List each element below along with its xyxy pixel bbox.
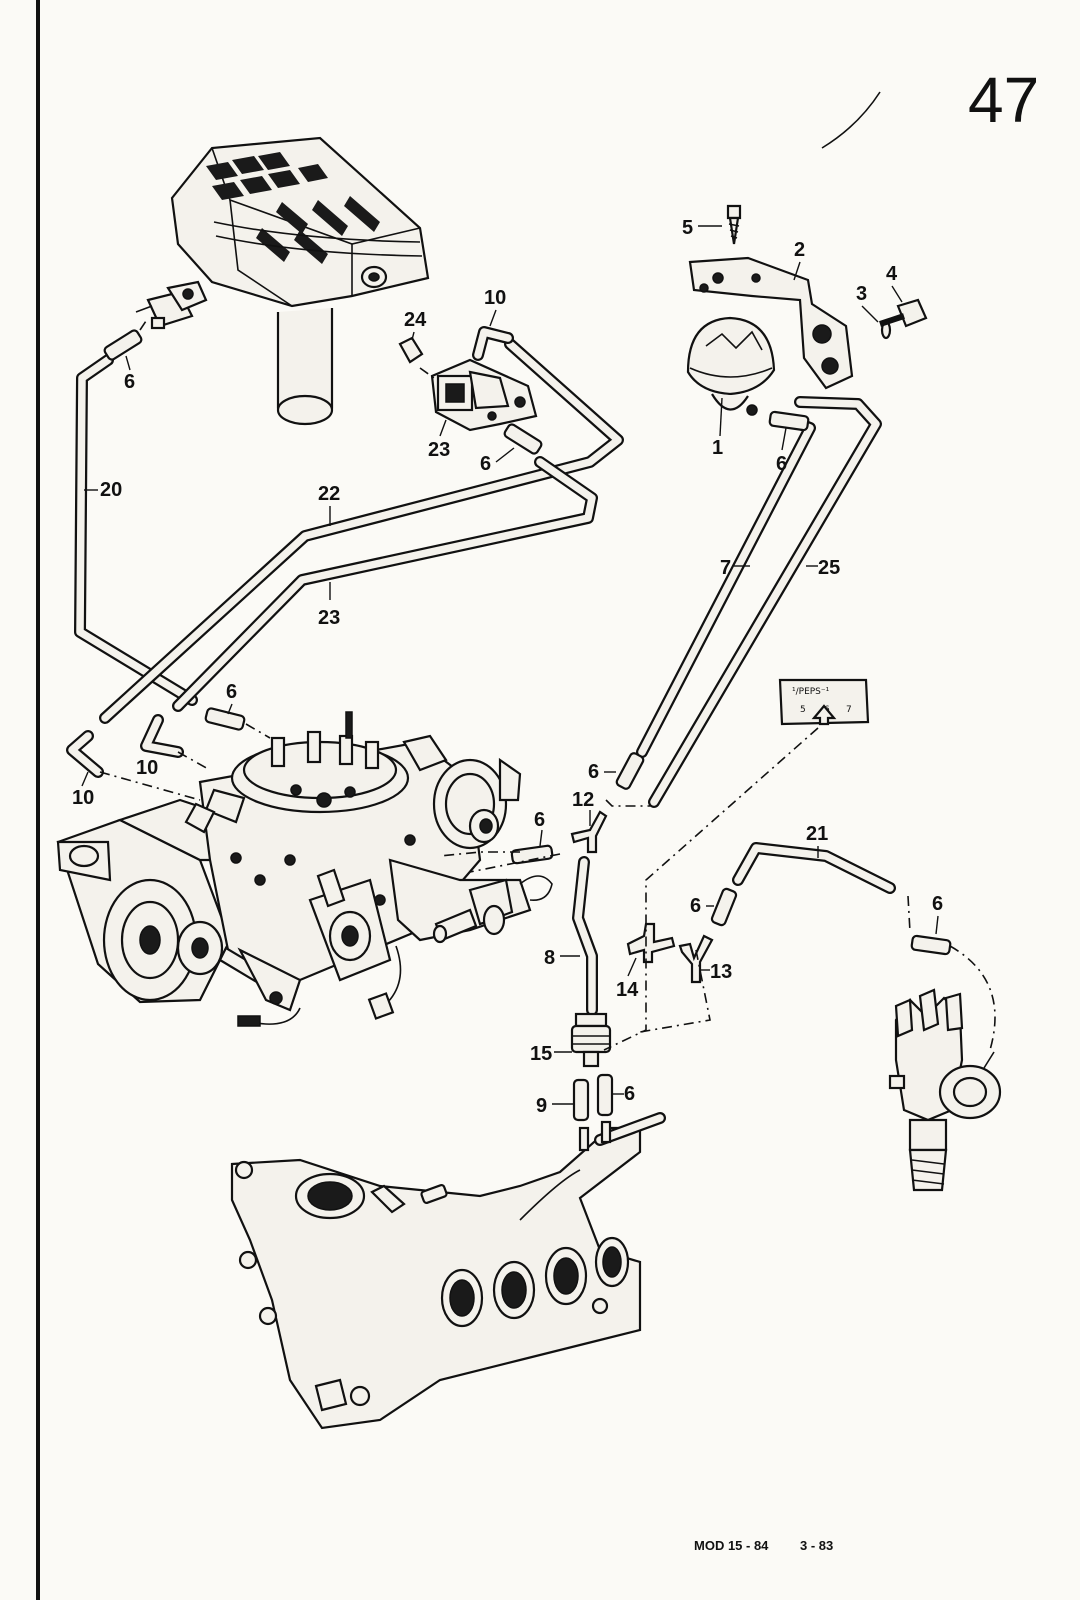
sleeve-6-g: [710, 887, 738, 927]
callout-26: 24: [404, 309, 427, 331]
sleeve-6-b: [503, 423, 543, 455]
sleeve-6-e: [615, 752, 645, 790]
callout-10-top: 10: [484, 287, 506, 309]
callout-7: 7: [720, 557, 731, 579]
gauge-number-7: 7: [846, 705, 852, 715]
callout-23: 23: [318, 607, 340, 629]
callout-6-valve: 6: [480, 453, 491, 475]
connector-12: [570, 810, 608, 854]
vacuum-gauge-decal: ¹/PEPS⁻¹ 5 6 7: [778, 678, 870, 726]
sleeve-9: [572, 1078, 590, 1122]
callout-10-left: 10: [72, 787, 94, 809]
callout-6-e: 6: [588, 761, 599, 783]
gauge-number-5: 5: [800, 705, 806, 715]
callout-20: 20: [100, 479, 122, 501]
intake-manifold: [230, 1112, 666, 1430]
sleeve-6-i: [596, 1073, 614, 1117]
temperature-sensor-bracket: [135, 280, 208, 330]
callout-9: 9: [536, 1095, 547, 1117]
callout-6-vacuum: 6: [776, 453, 787, 475]
y-connector-13: [678, 934, 714, 984]
footer-model: MOD 15 - 84: [694, 1538, 769, 1553]
callout-12: 12: [572, 789, 594, 811]
mounting-bracket-2: [688, 256, 854, 390]
callout-25: 23: [428, 439, 450, 461]
thermo-valve-25: [430, 358, 538, 432]
callout-1: 1: [712, 437, 723, 459]
distributor: [888, 988, 1002, 1192]
callout-6-h: 6: [932, 893, 943, 915]
air-cleaner-housing: [170, 136, 430, 308]
callout-24: 25: [818, 557, 840, 579]
cap-26: [398, 336, 424, 364]
sleeve-6-f: [510, 844, 554, 865]
callout-6-i: 6: [624, 1083, 635, 1105]
callout-22: 22: [318, 483, 340, 505]
callout-2: 2: [794, 239, 805, 261]
callout-6-carb: 6: [226, 681, 237, 703]
vacuum-unit-1: [686, 316, 776, 416]
carburetor-assembly: [56, 711, 553, 1027]
fuel-filter-15: [570, 1012, 612, 1068]
callout-13: 13: [710, 961, 732, 983]
callout-8: 8: [544, 947, 555, 969]
callout-6-f: 6: [534, 809, 545, 831]
screw-5: [726, 204, 742, 245]
tee-connector-14: [626, 922, 676, 964]
callout-21: 21: [806, 823, 828, 845]
callout-4: 4: [886, 263, 898, 285]
air-intake-snorkel: [276, 308, 334, 426]
hose-23: [172, 456, 598, 712]
page-number: 47: [968, 64, 1039, 136]
callout-6-g: 6: [690, 895, 701, 917]
callout-10-mid: 10: [136, 757, 158, 779]
callout-3: 3: [856, 283, 867, 305]
sleeve-6-d: [204, 707, 246, 731]
callout-15: 15: [530, 1043, 552, 1065]
callout-5: 5: [682, 217, 693, 239]
callout-6-air: 6: [124, 371, 135, 393]
sleeve-6-a: [103, 329, 143, 361]
check-mark: [821, 91, 881, 149]
sleeve-6-h: [910, 934, 952, 956]
footer-date: 3 - 83: [800, 1538, 833, 1553]
bolt-4: [879, 298, 928, 328]
sleeve-6-c: [768, 410, 810, 432]
connection-lines: [99, 317, 996, 1051]
gauge-top-text: ¹/PEPS⁻¹: [792, 687, 830, 697]
callout-labels: 5 2 3 4 1 6 10 24 23 6 6 20 22 23 7 25 6…: [72, 217, 943, 1117]
callout-14: 14: [616, 979, 639, 1001]
hoses: [66, 326, 952, 1122]
